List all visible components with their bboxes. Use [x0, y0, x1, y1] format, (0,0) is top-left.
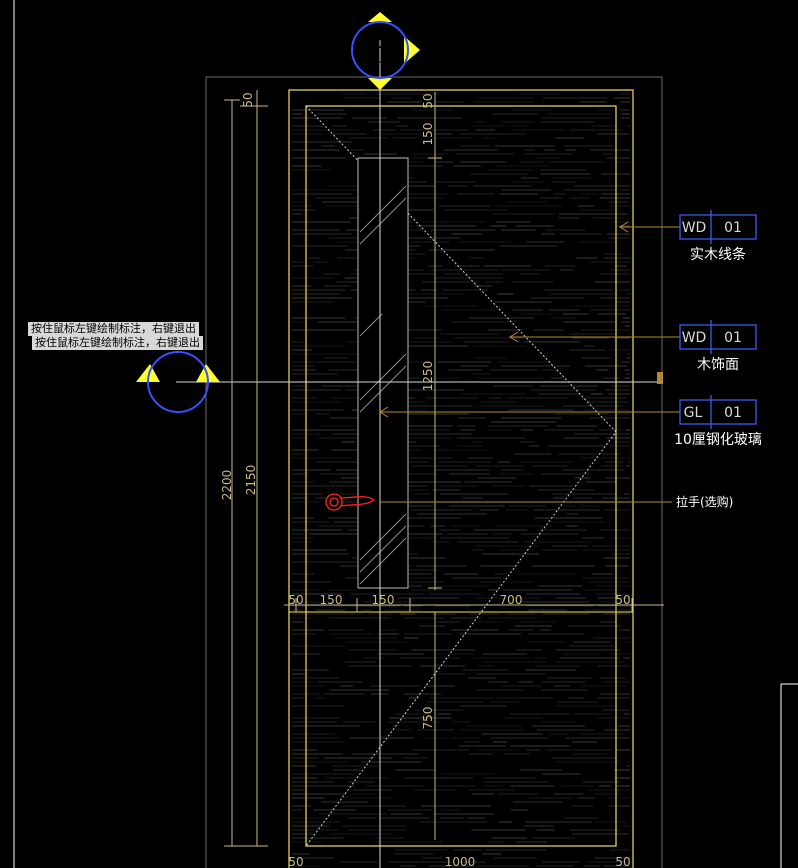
dim-leaf-height: 2150 — [244, 465, 258, 496]
section-mark-b[interactable]: B — [351, 12, 420, 90]
dim-row-700: 700 — [500, 593, 523, 607]
dim-bot-50a: 50 — [288, 855, 303, 868]
dimension-lines — [224, 90, 664, 847]
section-bubble-a — [147, 351, 209, 413]
command-tooltip-line2: 按住鼠标左键绘制标注，右键退出 — [32, 336, 203, 350]
tag-glass-num: 01 — [724, 405, 742, 421]
glass-hatch — [359, 185, 407, 585]
dim-row-150b: 150 — [372, 593, 395, 607]
dim-bottom-750: 750 — [421, 707, 435, 730]
wall-opening — [205, 76, 663, 868]
dim-top-150: 150 — [421, 123, 435, 146]
tag-wood-face-label: 木饰面 — [697, 357, 739, 373]
dim-row-150a: 150 — [320, 593, 343, 607]
tag-wood-face-num: 01 — [724, 330, 742, 346]
door-leaf-inner — [305, 105, 617, 847]
arrow-down-icon — [368, 78, 392, 90]
glass-panel — [357, 157, 409, 589]
command-tooltip-line1: 按住鼠标左键绘制标注，右键退出 — [28, 322, 199, 336]
dim-total-height: 2200 — [220, 470, 234, 501]
tag-wood-face[interactable]: WD 01 木饰面 — [679, 320, 757, 373]
dim-glass-1250: 1250 — [421, 361, 435, 392]
dim-bot-1000: 1000 — [445, 855, 476, 868]
tag-wood-trim-code: WD — [682, 220, 707, 236]
tag-wood-trim-num: 01 — [724, 220, 742, 236]
dim-top-50b: 50 — [421, 93, 435, 108]
section-bubble-b — [351, 21, 409, 79]
tag-wood-face-code: WD — [682, 330, 707, 346]
handle-note: 拉手(选购) — [676, 494, 733, 509]
arrow-right-icon — [196, 364, 220, 382]
tag-glass-code: GL — [684, 405, 703, 421]
wood-grain — [292, 93, 630, 867]
door-frame-outer — [288, 89, 634, 868]
arrow-up-icon — [368, 12, 392, 22]
tag-glass-label: 10厘钢化玻璃 — [674, 431, 762, 448]
section-line-a-end — [657, 372, 663, 384]
tag-leaders — [379, 221, 680, 503]
dim-row-50b: 50 — [615, 593, 630, 607]
tag-wood-trim-label: 实木线条 — [690, 246, 746, 263]
dim-bot-50b: 50 — [615, 855, 630, 868]
swing-indicator — [305, 105, 617, 847]
section-label-a: A — [170, 359, 185, 384]
tag-glass[interactable]: GL 01 10厘钢化玻璃 — [674, 395, 762, 448]
door-handle-icon[interactable] — [325, 493, 376, 511]
section-label-b: B — [372, 29, 387, 54]
dim-row-50a: 50 — [288, 593, 303, 607]
tag-wood-trim[interactable]: WD 01 实木线条 — [679, 210, 757, 263]
dim-top-50a: 50 — [241, 92, 255, 107]
section-mark-a[interactable]: A — [136, 351, 220, 413]
arrow-left-icon — [136, 364, 160, 382]
